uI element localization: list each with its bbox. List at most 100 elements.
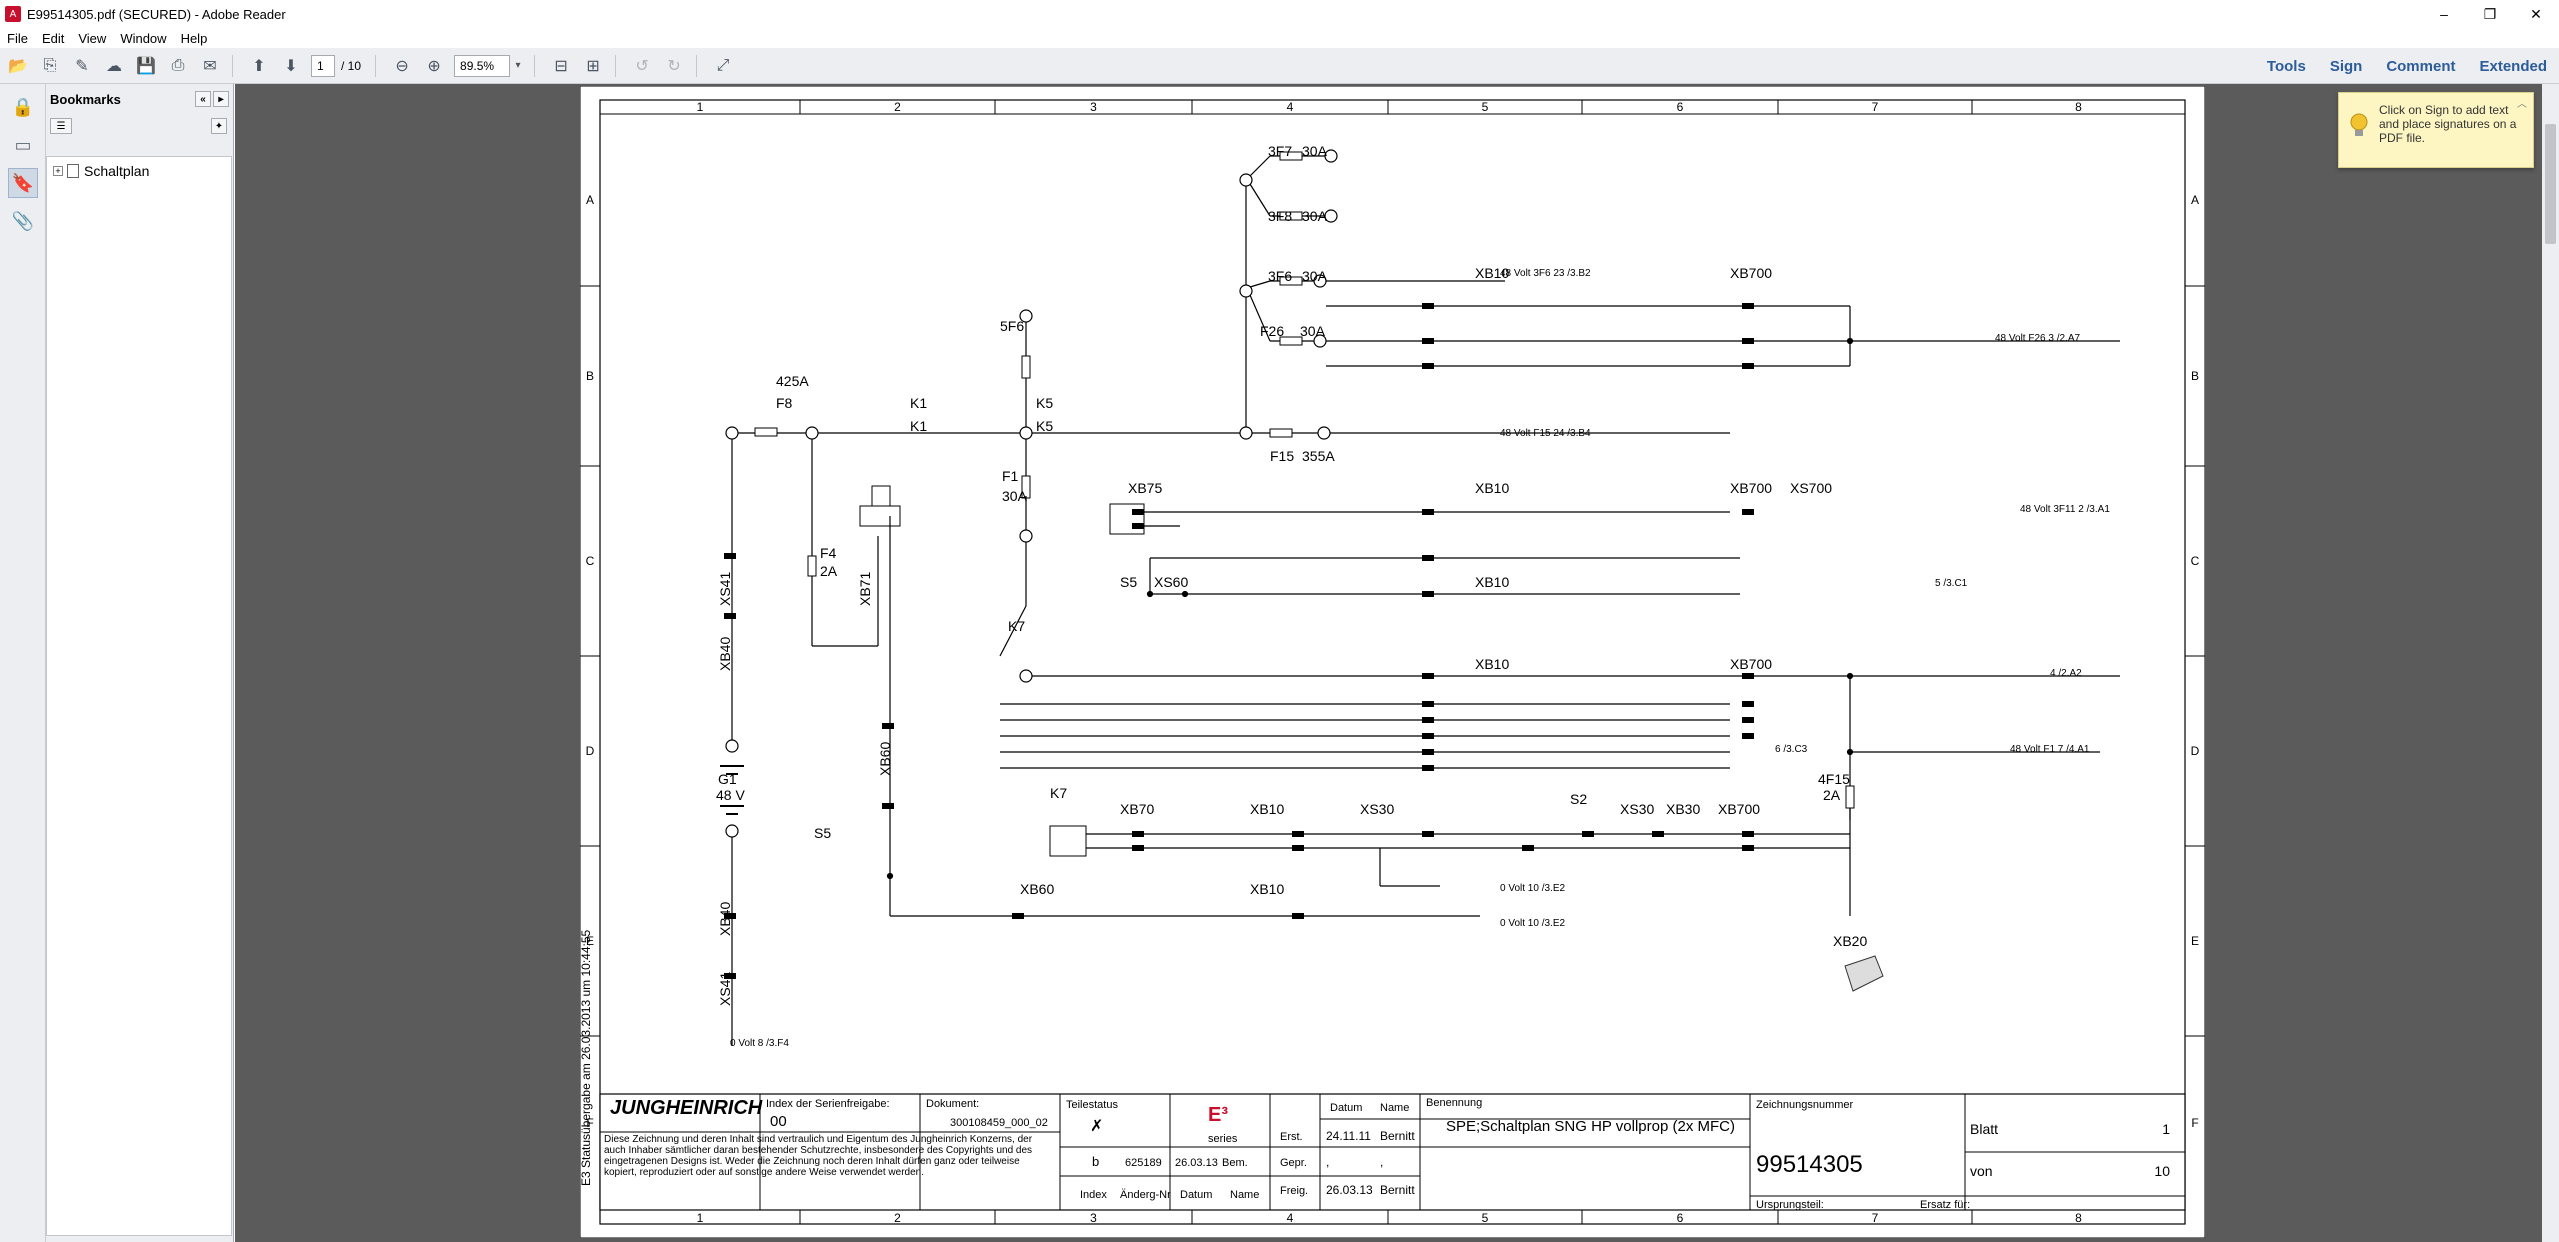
component-label: F4 (820, 545, 837, 561)
minimize-button[interactable]: – (2440, 6, 2448, 22)
expand-panel-icon[interactable]: ▸ (213, 91, 229, 107)
row-label-right: E (2191, 934, 2199, 948)
node (1239, 173, 1253, 187)
component-label: 2A (1823, 787, 1841, 803)
connector-pin (1292, 845, 1304, 851)
title-bar: A E99514305.pdf (SECURED) - Adobe Reader… (0, 0, 2559, 28)
previous-page-icon[interactable]: ⬆ (252, 57, 266, 75)
terminal (1324, 209, 1338, 223)
menu-file[interactable]: File (7, 30, 28, 46)
component-label: 30A (1302, 208, 1328, 224)
sign-tooltip: ︿ Click on Sign to add text and place si… (2338, 92, 2534, 168)
cloud-upload-icon[interactable]: ☁ (106, 57, 122, 75)
fuse (1279, 211, 1303, 221)
collapse-tooltip-icon[interactable]: ︿ (2517, 99, 2527, 110)
cross-reference: 5 /3.C1 (1935, 578, 1968, 589)
fuse (1279, 276, 1303, 286)
row-label-left: F (586, 1116, 593, 1130)
page-number-input[interactable]: 1 (311, 54, 335, 77)
bookmarks-icon[interactable]: 🔖 (8, 168, 38, 198)
menu-window[interactable]: Window (120, 30, 167, 46)
confidentiality-notice: Diese Zeichnung und deren Inhalt sind ve… (604, 1134, 1032, 1178)
scrollbar-thumb[interactable] (2545, 124, 2556, 244)
edit-icon[interactable]: ✎ (75, 57, 89, 75)
document-label: Dokument: (926, 1098, 979, 1110)
maximize-button[interactable]: ❐ (2483, 5, 2497, 22)
tab-sign[interactable]: Sign (2329, 57, 2363, 75)
tab-extended[interactable]: Extended (2479, 57, 2547, 75)
attachments-icon[interactable]: 📎 (11, 210, 35, 231)
menu-edit[interactable]: Edit (41, 30, 65, 46)
bookmarks-panel: Bookmarks « ▸ ☰ ✦ + Schaltplan (46, 84, 234, 1242)
row-label-left: A (586, 193, 594, 207)
bookmark-options-icon[interactable]: ☰ (50, 118, 72, 134)
cross-reference: 48 Volt F26 3 /2.A7 (1995, 333, 2080, 344)
component-label: XB10 (1250, 801, 1284, 817)
teilestatus-mark: ✗ (1090, 1118, 1103, 1135)
read-mode-icon[interactable]: ⤢ (716, 56, 730, 74)
collapse-panel-icon[interactable]: « (195, 91, 211, 107)
zoom-in-icon[interactable]: ⊕ (427, 57, 441, 75)
save-icon[interactable]: 💾 (136, 57, 156, 75)
terminal (1317, 426, 1331, 440)
row-label-right: C (2191, 554, 2200, 568)
von-label: von (1970, 1163, 1993, 1179)
cross-reference: 4 /2.A2 (2050, 668, 2082, 679)
component-label: 30A (1300, 323, 1326, 339)
lock-icon[interactable]: 🔒 (11, 96, 35, 117)
cross-reference: 0 Volt 8 /3.F4 (730, 1038, 789, 1049)
create-pdf-icon[interactable]: ⎘ (43, 56, 57, 74)
cross-reference: 48 Volt F15 24 /3.B4 (1500, 428, 1591, 439)
new-bookmark-icon[interactable]: ✦ (211, 118, 227, 134)
column-label-bottom: 4 (1287, 1211, 1294, 1225)
component-label: 30A (1302, 268, 1328, 284)
component-label: K7 (1008, 618, 1025, 634)
component-label: XB70 (1120, 801, 1154, 817)
page-total: / 10 (341, 58, 362, 73)
toolbar-divider (615, 54, 617, 77)
page-thumbnails-icon[interactable]: ▭ (14, 134, 32, 155)
menu-help[interactable]: Help (180, 30, 208, 46)
print-icon[interactable]: ⎙ (171, 56, 185, 74)
tab-tools[interactable]: Tools (2266, 57, 2306, 75)
chevron-down-icon[interactable]: ▾ (515, 60, 521, 71)
rotate-right-icon[interactable]: ↻ (667, 57, 681, 75)
fuse (1269, 428, 1293, 438)
e3-logo: E³ (1208, 1104, 1228, 1126)
component-label: K1 (910, 395, 927, 411)
row-erst: Erst. (1280, 1131, 1303, 1143)
connector-pin (1742, 673, 1754, 679)
fit-width-icon[interactable]: ⊞ (586, 57, 600, 75)
expand-icon[interactable]: + (53, 166, 63, 176)
connector-pin (1522, 845, 1534, 851)
tab-comment[interactable]: Comment (2386, 57, 2456, 75)
pdf-app-icon: A (5, 6, 21, 22)
open-icon[interactable]: 📂 (8, 57, 28, 75)
component-label: F1 (1002, 468, 1019, 484)
row-label-left: B (586, 369, 594, 383)
email-icon[interactable]: ✉ (203, 57, 217, 75)
component-label: XS30 (1360, 801, 1394, 817)
zoom-out-icon[interactable]: ⊖ (395, 57, 409, 75)
menu-view[interactable]: View (78, 30, 107, 46)
zoom-select[interactable]: 89.5% (454, 54, 511, 77)
fit-page-icon[interactable]: ⊟ (554, 57, 568, 75)
connector-pin (724, 913, 736, 919)
bookmark-label: Schaltplan (84, 163, 150, 179)
column-label-top: 2 (894, 100, 901, 114)
bookmarks-title: Bookmarks (50, 91, 121, 107)
component-label: 3F6 (1268, 268, 1292, 284)
col-name-approval: Name (1380, 1102, 1409, 1114)
terminal (725, 739, 739, 753)
component-label: 425A (776, 373, 809, 389)
lightbulb-icon (2350, 113, 2368, 136)
node (1019, 426, 1033, 440)
rotate-left-icon[interactable]: ↺ (635, 57, 649, 75)
bookmark-item[interactable]: + Schaltplan (47, 157, 231, 179)
next-page-icon[interactable]: ⬇ (284, 57, 298, 75)
junction (1846, 672, 1854, 680)
connector-pin (1012, 913, 1024, 919)
vertical-scrollbar[interactable] (2542, 84, 2559, 1242)
close-button[interactable]: ✕ (2530, 5, 2542, 22)
